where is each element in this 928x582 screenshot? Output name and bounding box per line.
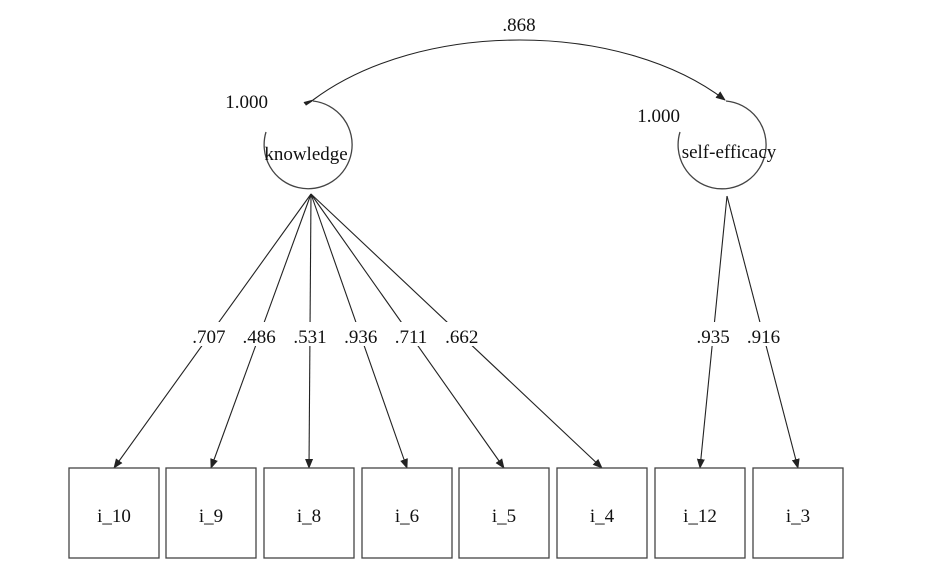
indicator-label: i_3 [786, 506, 810, 527]
loading-edges: .707 .486 .531 .936 .711 .662 .935 .916 [113, 193, 800, 469]
indicator-label: i_8 [297, 506, 321, 527]
indicator-label: i_4 [590, 506, 615, 527]
indicator-i_5: i_5 [458, 467, 550, 559]
loading-label-bg-i_6 [339, 322, 382, 346]
factor-self-efficacy-variance: 1.000 [637, 106, 680, 127]
factor-self-efficacy-label: self-efficacy [682, 142, 777, 163]
factor-knowledge-label: knowledge [264, 144, 347, 165]
factor-knowledge-variance: 1.000 [225, 92, 268, 113]
indicator-box [752, 467, 844, 559]
indicator-box [458, 467, 550, 559]
loading-label-bg-i_5 [390, 322, 433, 346]
loading-label-i_10: .707 [192, 327, 225, 348]
loading-label-bg-i_3 [742, 322, 785, 346]
factor-knowledge-circle [263, 100, 353, 190]
indicator-i_12: i_12 [654, 467, 746, 559]
loading-label-i_12: .935 [696, 327, 729, 348]
indicator-i_4: i_4 [556, 467, 648, 559]
loading-label-i_5: .711 [395, 327, 428, 348]
factor-knowledge: 1.000 knowledge [225, 92, 353, 190]
loading-label-bg-i_8 [288, 322, 331, 346]
covariance-label: .868 [502, 15, 535, 36]
indicator-i_8: i_8 [263, 467, 355, 559]
indicator-i_6: i_6 [361, 467, 453, 559]
indicator-i_9: i_9 [165, 467, 257, 559]
indicator-label: i_10 [97, 506, 131, 527]
indicator-box [263, 467, 355, 559]
loading-label-bg-i_9 [238, 322, 281, 346]
loading-label-bg-i_12 [692, 322, 735, 346]
loading-label-i_6: .936 [344, 327, 377, 348]
factor-self-efficacy: 1.000 self-efficacy [637, 100, 777, 190]
factor-covariance-arc [303, 39, 726, 109]
loading-label-i_8: .531 [293, 327, 326, 348]
indicator-label: i_6 [395, 506, 419, 527]
indicator-boxes: i_10 i_9 i_8 i_6 i_5 i_4 i_12 i_3 [68, 467, 844, 559]
indicator-label: i_9 [199, 506, 223, 527]
loading-label-i_9: .486 [243, 327, 276, 348]
loading-label-i_4: .662 [445, 327, 478, 348]
indicator-box [556, 467, 648, 559]
indicator-box [361, 467, 453, 559]
indicator-label: i_12 [683, 506, 717, 527]
factor-self-efficacy-circle [677, 100, 767, 190]
indicator-box [165, 467, 257, 559]
indicator-i_10: i_10 [68, 467, 160, 559]
indicator-box [654, 467, 746, 559]
loading-label-bg-i_10 [187, 322, 230, 346]
indicator-box [68, 467, 160, 559]
loading-label-i_3: .916 [747, 327, 780, 348]
indicator-i_3: i_3 [752, 467, 844, 559]
indicator-label: i_5 [492, 506, 516, 527]
loading-label-bg-i_4 [440, 322, 483, 346]
